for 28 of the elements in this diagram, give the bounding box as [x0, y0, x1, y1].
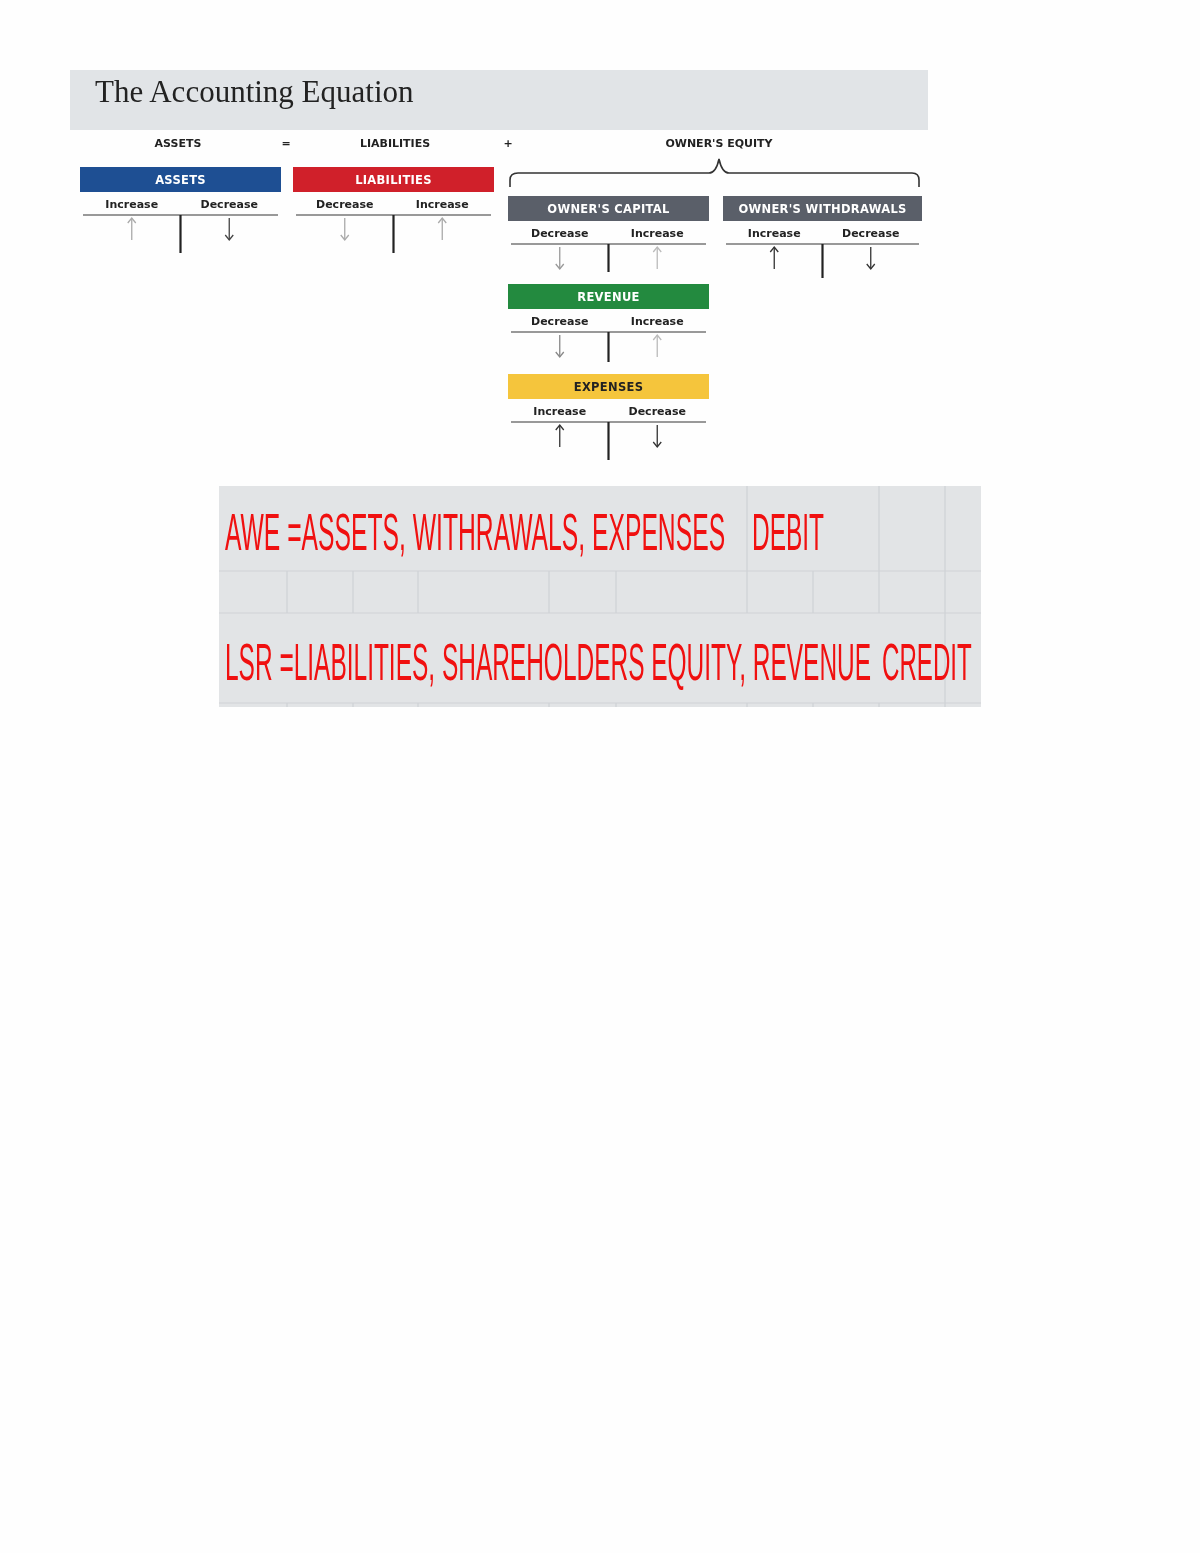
t-account-label: Increase — [747, 227, 801, 240]
mnemonic-text: AWE =ASSETS, WITHRAWALS, EXPENSES — [225, 506, 726, 558]
t-account-label: Increase — [630, 227, 684, 240]
t-account-label: Decrease — [531, 315, 589, 328]
t-account-label: Decrease — [628, 405, 686, 418]
mnemonic-text: CREDIT — [882, 636, 972, 688]
account-header: OWNER'S WITHDRAWALS — [723, 196, 922, 221]
t-account-label: Increase — [630, 315, 684, 328]
t-account-label: Increase — [533, 405, 587, 418]
t-account-label: Increase — [415, 198, 469, 211]
t-account-label: Decrease — [842, 227, 900, 240]
mnemonic-text: DEBIT — [752, 506, 825, 558]
equation-term: + — [503, 137, 513, 150]
title: The Accounting Equation — [95, 74, 414, 110]
t-account-label: Decrease — [200, 198, 258, 211]
equation-term: ASSETS — [154, 137, 202, 150]
account-header: ASSETS — [80, 167, 281, 192]
t-account-label: Increase — [105, 198, 159, 211]
equation-term: = — [281, 137, 291, 150]
account-header: LIABILITIES — [293, 167, 494, 192]
account-header: REVENUE — [508, 284, 709, 309]
equation-term: LIABILITIES — [359, 137, 431, 150]
equation-term: OWNER'S EQUITY — [665, 137, 773, 150]
account-header: EXPENSES — [508, 374, 709, 399]
account-header: OWNER'S CAPITAL — [508, 196, 709, 221]
mnemonic-text: LSR =LIABILITIES, SHAREHOLDERS EQUITY, REVENUE — [225, 636, 872, 688]
t-account-label: Decrease — [531, 227, 589, 240]
t-account-label: Decrease — [316, 198, 374, 211]
